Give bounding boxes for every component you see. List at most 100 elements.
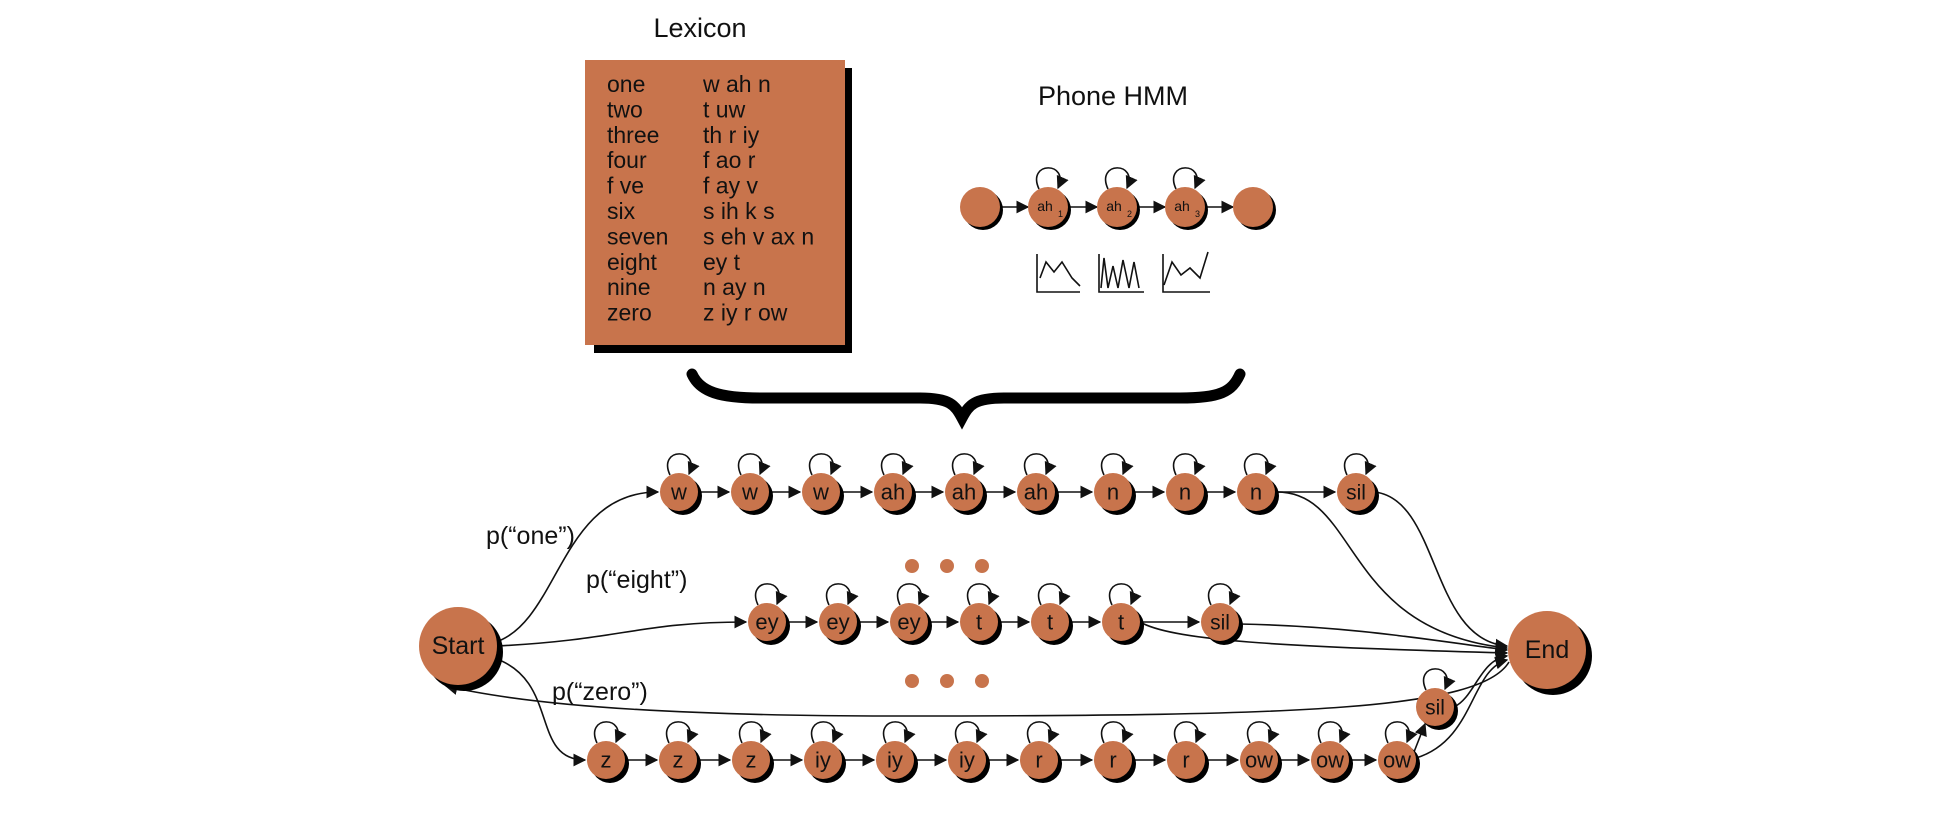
lexicon-box	[585, 60, 845, 345]
state-node: z	[587, 721, 629, 783]
lexicon-pronunciation: f ao r	[703, 147, 756, 173]
end-transition-arrow	[1374, 491, 1509, 652]
self-loop-arrow	[1104, 167, 1138, 190]
state-node: ah	[874, 453, 916, 515]
state-label: z	[673, 748, 684, 773]
state-node: r	[1094, 721, 1136, 783]
self-loop-arrow	[1207, 583, 1241, 606]
ellipsis-dot	[975, 559, 989, 573]
state-node: n	[1166, 453, 1208, 515]
self-loop-arrow	[1173, 721, 1207, 744]
hmm-state-label: ah	[1037, 198, 1053, 214]
lexicon-word: four	[607, 147, 647, 173]
emission-distributions	[1036, 251, 1210, 293]
state-label: t	[976, 610, 982, 635]
start-transition-arrow	[496, 615, 748, 647]
self-loop-arrow	[1317, 721, 1351, 744]
end-label: End	[1525, 636, 1569, 664]
self-loop-arrow	[593, 721, 627, 744]
state-node: iy	[804, 721, 846, 783]
state-label: ah	[1024, 480, 1048, 505]
state-node: w	[802, 453, 844, 515]
state-label: z	[746, 748, 757, 773]
state-label: iy	[815, 748, 831, 773]
distribution-icon-1	[1036, 254, 1081, 293]
self-loop-arrow	[1246, 721, 1280, 744]
phone-hmm-title: Phone HMM	[1038, 81, 1188, 111]
ellipsis-dot	[905, 559, 919, 573]
lexicon-word: seven	[607, 223, 668, 249]
self-loop-arrow	[954, 721, 988, 744]
lexicon-pronunciation: s ih k s	[703, 198, 775, 224]
ellipsis-dot	[940, 674, 954, 688]
lexicon-pronunciation: f ay v	[703, 173, 758, 199]
lexicon-pronunciation: z iy r ow	[703, 300, 788, 326]
start-node: Start	[419, 607, 503, 691]
curly-brace	[686, 368, 1246, 430]
prob-label-one: p(“one”)	[486, 522, 575, 550]
end-transition-arrow	[1139, 621, 1509, 660]
self-loop-arrow	[951, 453, 985, 476]
ellipsis-dot	[940, 559, 954, 573]
self-loop-arrow	[1422, 668, 1456, 691]
start-transition-arrow	[493, 657, 587, 767]
state-node: sil	[1201, 583, 1243, 645]
hmm-state-subscript: 1	[1058, 209, 1063, 219]
lexicon-pronunciation: ey t	[703, 249, 741, 275]
state-node: iy	[876, 721, 918, 783]
state-node: iy	[948, 721, 990, 783]
lexicon-pronunciation: w ah n	[702, 71, 771, 97]
lexicon-word: nine	[607, 274, 650, 300]
lexicon-word: eight	[607, 249, 657, 275]
state-node: ow	[1311, 721, 1353, 783]
self-loop-arrow	[1026, 721, 1060, 744]
lexicon-pronunciation: t uw	[703, 96, 746, 122]
lexicon-word: two	[607, 96, 643, 122]
start-transition-arrow	[495, 485, 660, 643]
self-loop-arrow	[810, 721, 844, 744]
state-label: n	[1250, 480, 1262, 505]
state-label: r	[1182, 748, 1189, 773]
distribution-icon-2	[1098, 254, 1144, 293]
lexicon-word: three	[607, 122, 659, 148]
self-loop-arrow	[1023, 453, 1057, 476]
hmm-state-subscript: 2	[1127, 209, 1132, 219]
state-label: w	[670, 480, 687, 505]
distribution-icon-3	[1162, 251, 1210, 293]
self-loop-arrow	[1100, 721, 1134, 744]
state-label: ah	[952, 480, 976, 505]
state-label: z	[601, 748, 612, 773]
lexicon-word: zero	[607, 300, 652, 326]
ellipsis-dots-lower	[905, 674, 989, 688]
start-label: Start	[432, 632, 485, 660]
lexicon-word: six	[607, 198, 636, 224]
self-loop-arrow	[1035, 167, 1069, 190]
self-loop-arrow	[1384, 721, 1418, 744]
state-label: ey	[897, 610, 920, 635]
state-node: ey	[748, 583, 790, 645]
ellipsis-dot	[975, 674, 989, 688]
self-loop-arrow	[1343, 453, 1377, 476]
lexicon-pronunciation: th r iy	[703, 122, 760, 148]
state-label: ey	[826, 610, 849, 635]
state-label: r	[1035, 748, 1042, 773]
self-loop-arrow	[737, 453, 771, 476]
end-transition-arrow	[1274, 491, 1509, 654]
state-node: t	[960, 583, 1002, 645]
hmm-state-label: ah	[1174, 198, 1190, 214]
state-node: ow	[1240, 721, 1282, 783]
state-node: t	[1102, 583, 1144, 645]
state-label: sil	[1210, 611, 1230, 634]
self-loop-arrow	[880, 453, 914, 476]
prob-label-zero: p(“zero”)	[552, 678, 648, 706]
state-label: ey	[755, 610, 778, 635]
state-node: sil	[1337, 453, 1379, 515]
state-label: t	[1118, 610, 1124, 635]
